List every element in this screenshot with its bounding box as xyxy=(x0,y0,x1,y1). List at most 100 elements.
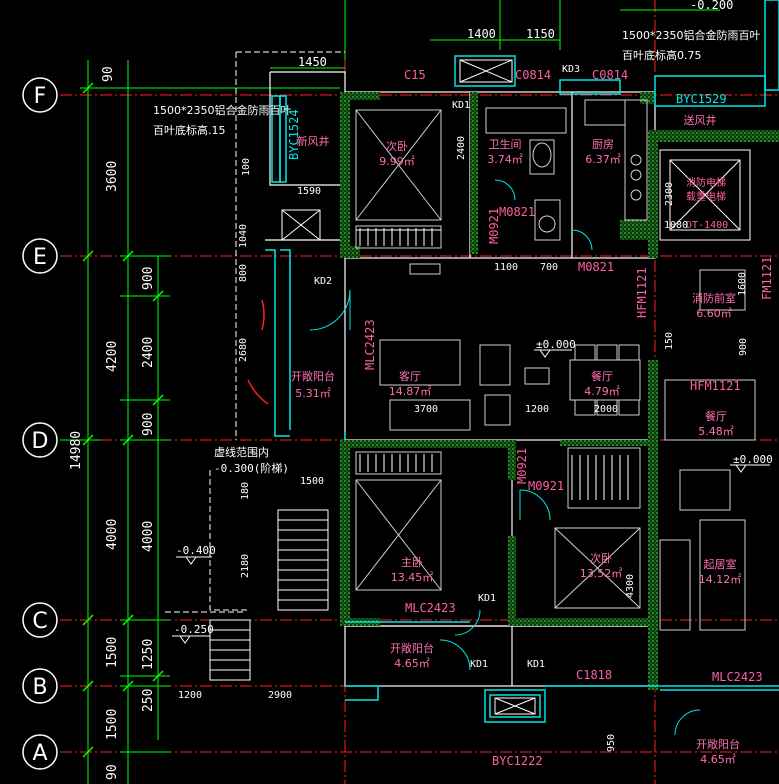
label-c0814-a: C0814 xyxy=(515,68,551,82)
label-d1590: 1590 xyxy=(297,186,321,197)
elevator-label-1: 消防电梯 xyxy=(686,176,726,189)
dim-1400: 1400 xyxy=(467,27,496,41)
elevator-label-2: 载重电梯 xyxy=(686,190,726,203)
label-kd2: KD2 xyxy=(314,276,332,287)
room-area-master: 13.45㎡ xyxy=(391,571,434,584)
label-kd1-b: KD1 xyxy=(478,593,496,604)
louver-note-1b: 百叶底标高.15 xyxy=(153,123,226,137)
furniture xyxy=(355,99,756,631)
label-d3700: 3700 xyxy=(414,404,438,415)
label-d4300: 4300 xyxy=(625,574,636,598)
label-mlc2423-c: MLC2423 xyxy=(712,670,763,684)
room-area-living-right: 14.12㎡ xyxy=(699,573,742,586)
label-d2300: 2300 xyxy=(664,182,675,206)
dim-900-b: 900 xyxy=(141,413,156,436)
room-area-kitchen: 6.37㎡ xyxy=(585,153,621,166)
label-m0821-a: M0821 xyxy=(499,205,535,219)
room-area-dining-right: 5.48㎡ xyxy=(698,425,734,438)
dashed-outline xyxy=(165,51,345,613)
room-name-bedroom2-top: 次卧 xyxy=(386,139,408,153)
axis-label-b: B xyxy=(32,675,47,700)
dim-1150: 1150 xyxy=(526,27,555,41)
dashed-range-note: 虚线范围内 xyxy=(214,445,269,459)
dim-90-top: 90 xyxy=(101,66,116,82)
axis-bubble-f xyxy=(22,77,58,113)
label-d800: 800 xyxy=(238,264,249,282)
dim-4000-inner: 4000 xyxy=(141,521,156,552)
label-m0921-c: M0921 xyxy=(515,448,529,484)
label-c1818: C1818 xyxy=(576,668,612,682)
label-d1500: 1500 xyxy=(300,476,324,487)
dim-90-bottom: 90 xyxy=(105,764,120,780)
dim-3600: 3600 xyxy=(105,161,120,192)
label-hfm1121-c: FM1121 xyxy=(760,257,774,300)
elev-400: -0.400 xyxy=(176,544,216,557)
axis-label-e: E xyxy=(33,245,47,270)
axis-label-c: C xyxy=(32,609,47,634)
room-name-bath: 卫生间 xyxy=(489,137,522,151)
room-area-fire-lobby: 6.60㎡ xyxy=(696,307,732,320)
room-name-living-right: 起居室 xyxy=(704,557,737,571)
label-d700: 700 xyxy=(540,262,558,273)
label-byc1529: BYC1529 xyxy=(676,92,727,106)
label-d1100: 1100 xyxy=(494,262,518,273)
label-d2900: 2900 xyxy=(268,690,292,701)
hatched-walls xyxy=(340,92,779,690)
label-hfm1121-b: HFM1121 xyxy=(690,379,741,393)
room-area-balcony-bottom: 4.65㎡ xyxy=(394,657,430,670)
label-m0921-b: M0921 xyxy=(528,479,564,493)
label-byc1222: BYC1222 xyxy=(492,754,543,768)
room-name-kitchen: 厨房 xyxy=(592,138,614,151)
label-kd1-d: KD1 xyxy=(527,659,545,670)
elev-250: -0.250 xyxy=(174,623,214,636)
label-kd1-c: KD1 xyxy=(470,659,488,670)
label-m0921-a: M0921 xyxy=(487,208,501,244)
room-area-living: 14.87㎡ xyxy=(389,385,432,398)
label-hfm1121-a: HFM1121 xyxy=(635,267,649,318)
label-c0814-b: C0814 xyxy=(592,68,628,82)
label-m0821-b: M0821 xyxy=(578,260,614,274)
axis-bubble-e xyxy=(22,238,58,274)
elev-0-right: ±0.000 xyxy=(733,453,773,466)
room-area-bath: 3.74㎡ xyxy=(487,153,523,166)
room-name-fire-lobby: 消防前室 xyxy=(692,291,736,305)
room-name-balcony-bottom: 开敞阳台 xyxy=(390,641,434,655)
dim-1250: 1250 xyxy=(141,639,156,670)
window-boxes xyxy=(281,59,536,715)
axis-bubble-c xyxy=(22,602,58,638)
room-name-supply-air-shaft: 送风井 xyxy=(684,113,717,127)
label-mlc2423-a: MLC2423 xyxy=(363,319,377,370)
louver-note-2b: 百叶底标高0.75 xyxy=(622,48,702,62)
room-name-bedroom2-bottom: 次卧 xyxy=(590,551,612,565)
dim-2400: 2400 xyxy=(141,337,156,368)
label-d100: 100 xyxy=(241,158,252,176)
elev-top: -0.200 xyxy=(690,0,733,12)
label-d180: 180 xyxy=(240,482,251,500)
elev-300: -0.300(阶梯) xyxy=(214,461,289,475)
elevation-marks xyxy=(172,349,770,644)
dim-1500-a: 1500 xyxy=(105,709,120,740)
dim-900-a: 900 xyxy=(141,267,156,290)
label-d950: 950 xyxy=(606,734,617,752)
label-mlc2423-b: MLC2423 xyxy=(405,601,456,615)
room-name-dining: 餐厅 xyxy=(591,369,613,383)
elevator-shaft xyxy=(659,149,751,241)
stair xyxy=(209,509,329,681)
louver-note-1: 1500*2350铝合金防雨百叶 xyxy=(153,103,292,117)
axis-bubble-d xyxy=(22,422,58,458)
left-dim-ticks xyxy=(82,82,164,758)
label-c15: C15 xyxy=(404,68,426,82)
room-name-balcony-right: 开敞阳台 xyxy=(696,737,740,751)
room-name-fresh-air-shaft: 新风井 xyxy=(297,134,330,148)
label-kd3: KD3 xyxy=(562,64,580,75)
elev-0-living: ±0.000 xyxy=(536,338,576,351)
axis-label-f: F xyxy=(34,84,47,109)
label-byc1524: BYC1524 xyxy=(287,109,301,160)
top-dimension-lines xyxy=(270,0,720,69)
room-area-bedroom2-bottom: 13.52㎡ xyxy=(580,567,623,580)
label-d1200: 1200 xyxy=(178,690,202,701)
axis-bubble-b xyxy=(22,668,58,704)
axis-label-d: D xyxy=(32,429,49,454)
room-area-balcony-right: 4.65㎡ xyxy=(700,753,736,766)
